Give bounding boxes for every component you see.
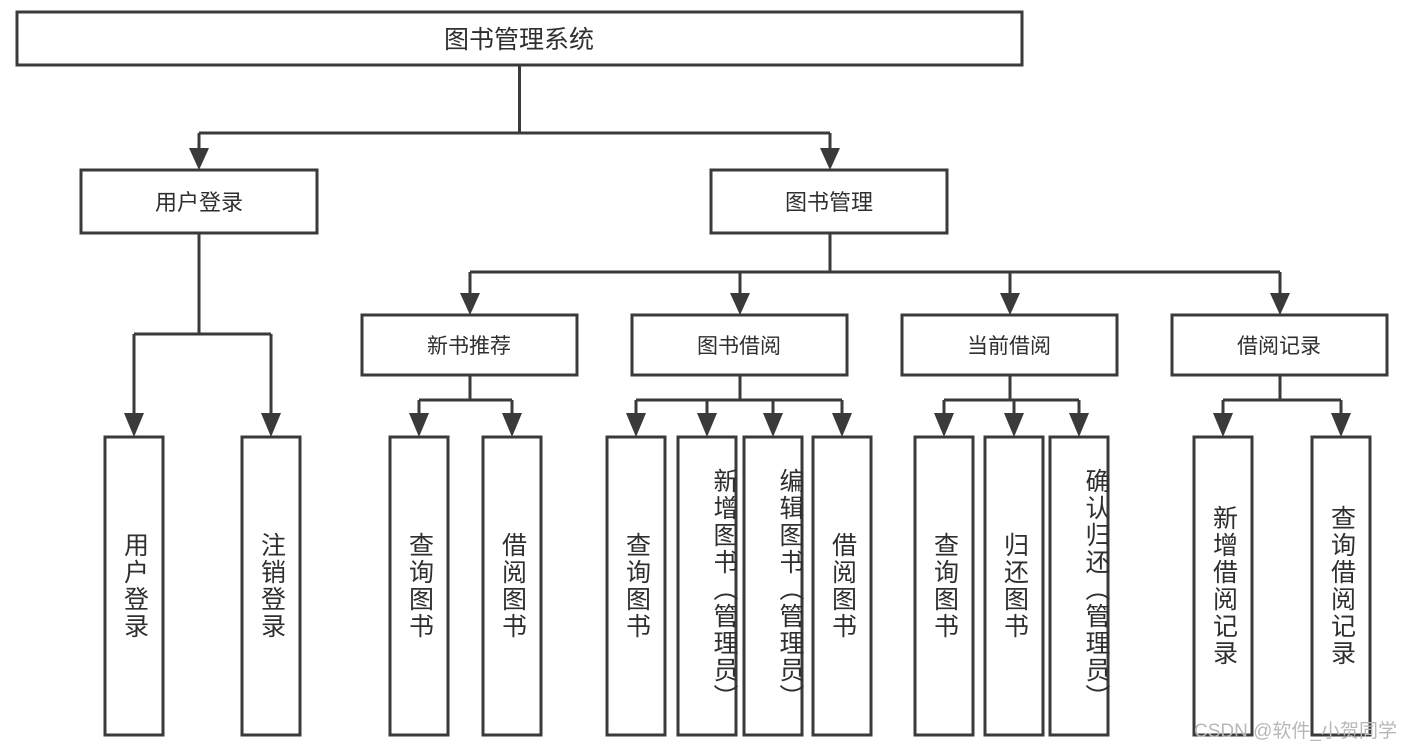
node-root-label: 图书管理系统 bbox=[444, 26, 594, 54]
node-borrow-record[interactable]: 借阅记录 bbox=[1170, 313, 1389, 377]
arrowhead-leaf-add-book bbox=[697, 413, 717, 437]
leaf-box-edit-book[interactable] bbox=[742, 435, 804, 737]
leaf-box-return-book[interactable] bbox=[983, 435, 1045, 737]
node-root[interactable]: 图书管理系统 bbox=[15, 10, 1024, 67]
arrowhead-leaf-borrow-book-2 bbox=[832, 413, 852, 437]
arrowhead-leaf-query-book-1 bbox=[409, 413, 429, 437]
node-current-borrow-box[interactable] bbox=[900, 313, 1119, 377]
arrowhead-leaf-query-book-2 bbox=[626, 413, 646, 437]
connector-group-new-book-recommend bbox=[409, 375, 522, 437]
arrowhead-user-login bbox=[189, 148, 209, 170]
connector-group-book-management bbox=[460, 233, 1290, 315]
node-book-management[interactable]: 图书管理 bbox=[709, 168, 949, 235]
leaf-box-query-record[interactable] bbox=[1310, 435, 1372, 737]
arrowhead-borrow-record bbox=[1270, 293, 1290, 315]
leaf-box-confirm-return[interactable] bbox=[1048, 435, 1110, 737]
arrowhead-leaf-add-record bbox=[1213, 413, 1233, 437]
leaf-box-user-login[interactable] bbox=[103, 435, 165, 737]
node-new-book-recommend-label: 新书推荐 bbox=[427, 335, 511, 358]
arrowhead-leaf-user-login bbox=[124, 413, 144, 437]
node-user-login[interactable]: 用户登录 bbox=[79, 168, 319, 235]
leaf-box-query-book-3[interactable] bbox=[913, 435, 975, 737]
arrowhead-book-management bbox=[820, 148, 840, 170]
node-book-borrow-box[interactable] bbox=[630, 313, 849, 377]
node-current-borrow[interactable]: 当前借阅 bbox=[900, 313, 1119, 377]
connector-group-root bbox=[189, 65, 840, 170]
leaf-box-add-book[interactable] bbox=[676, 435, 738, 737]
leaf-box-query-book-1[interactable] bbox=[388, 435, 450, 737]
arrowhead-leaf-query-record bbox=[1331, 413, 1351, 437]
node-current-borrow-label: 当前借阅 bbox=[967, 335, 1051, 358]
connector-group-borrow-record bbox=[1213, 375, 1351, 437]
connector-group-current-borrow bbox=[934, 375, 1089, 437]
node-user-login-box[interactable] bbox=[79, 168, 319, 235]
connector-group-book-borrow bbox=[626, 375, 852, 437]
arrowhead-leaf-return-book bbox=[1004, 413, 1024, 437]
node-book-borrow[interactable]: 图书借阅 bbox=[630, 313, 849, 377]
leaf-box-borrow-book-1[interactable] bbox=[481, 435, 543, 737]
node-borrow-record-box[interactable] bbox=[1170, 313, 1389, 377]
arrowhead-leaf-borrow-book-1 bbox=[502, 413, 522, 437]
connector-group-user-login bbox=[124, 233, 281, 437]
arrowhead-new-book-recommend bbox=[460, 293, 480, 315]
node-book-borrow-label: 图书借阅 bbox=[697, 335, 781, 358]
node-book-management-label: 图书管理 bbox=[785, 190, 873, 215]
arrowhead-book-borrow bbox=[730, 293, 750, 315]
arrowhead-leaf-logout bbox=[261, 413, 281, 437]
node-borrow-record-label: 借阅记录 bbox=[1237, 335, 1321, 358]
leaf-box-borrow-book-2[interactable] bbox=[811, 435, 873, 737]
leaf-box-logout-login[interactable] bbox=[240, 435, 302, 737]
node-root-box[interactable] bbox=[15, 10, 1024, 67]
leaf-box-query-book-2[interactable] bbox=[605, 435, 667, 737]
arrowhead-current-borrow bbox=[1000, 293, 1020, 315]
arrowhead-leaf-confirm-return bbox=[1069, 413, 1089, 437]
node-book-management-box[interactable] bbox=[709, 168, 949, 235]
leaf-box-add-record[interactable] bbox=[1192, 435, 1254, 737]
watermark-text: CSDN @软件_小贺同学 bbox=[1194, 721, 1397, 742]
node-user-login-label: 用户登录 bbox=[155, 190, 243, 215]
arrowhead-leaf-query-book-3 bbox=[934, 413, 954, 437]
arrowhead-leaf-edit-book bbox=[763, 413, 783, 437]
node-new-book-recommend-box[interactable] bbox=[360, 313, 579, 377]
node-new-book-recommend[interactable]: 新书推荐 bbox=[360, 313, 579, 377]
